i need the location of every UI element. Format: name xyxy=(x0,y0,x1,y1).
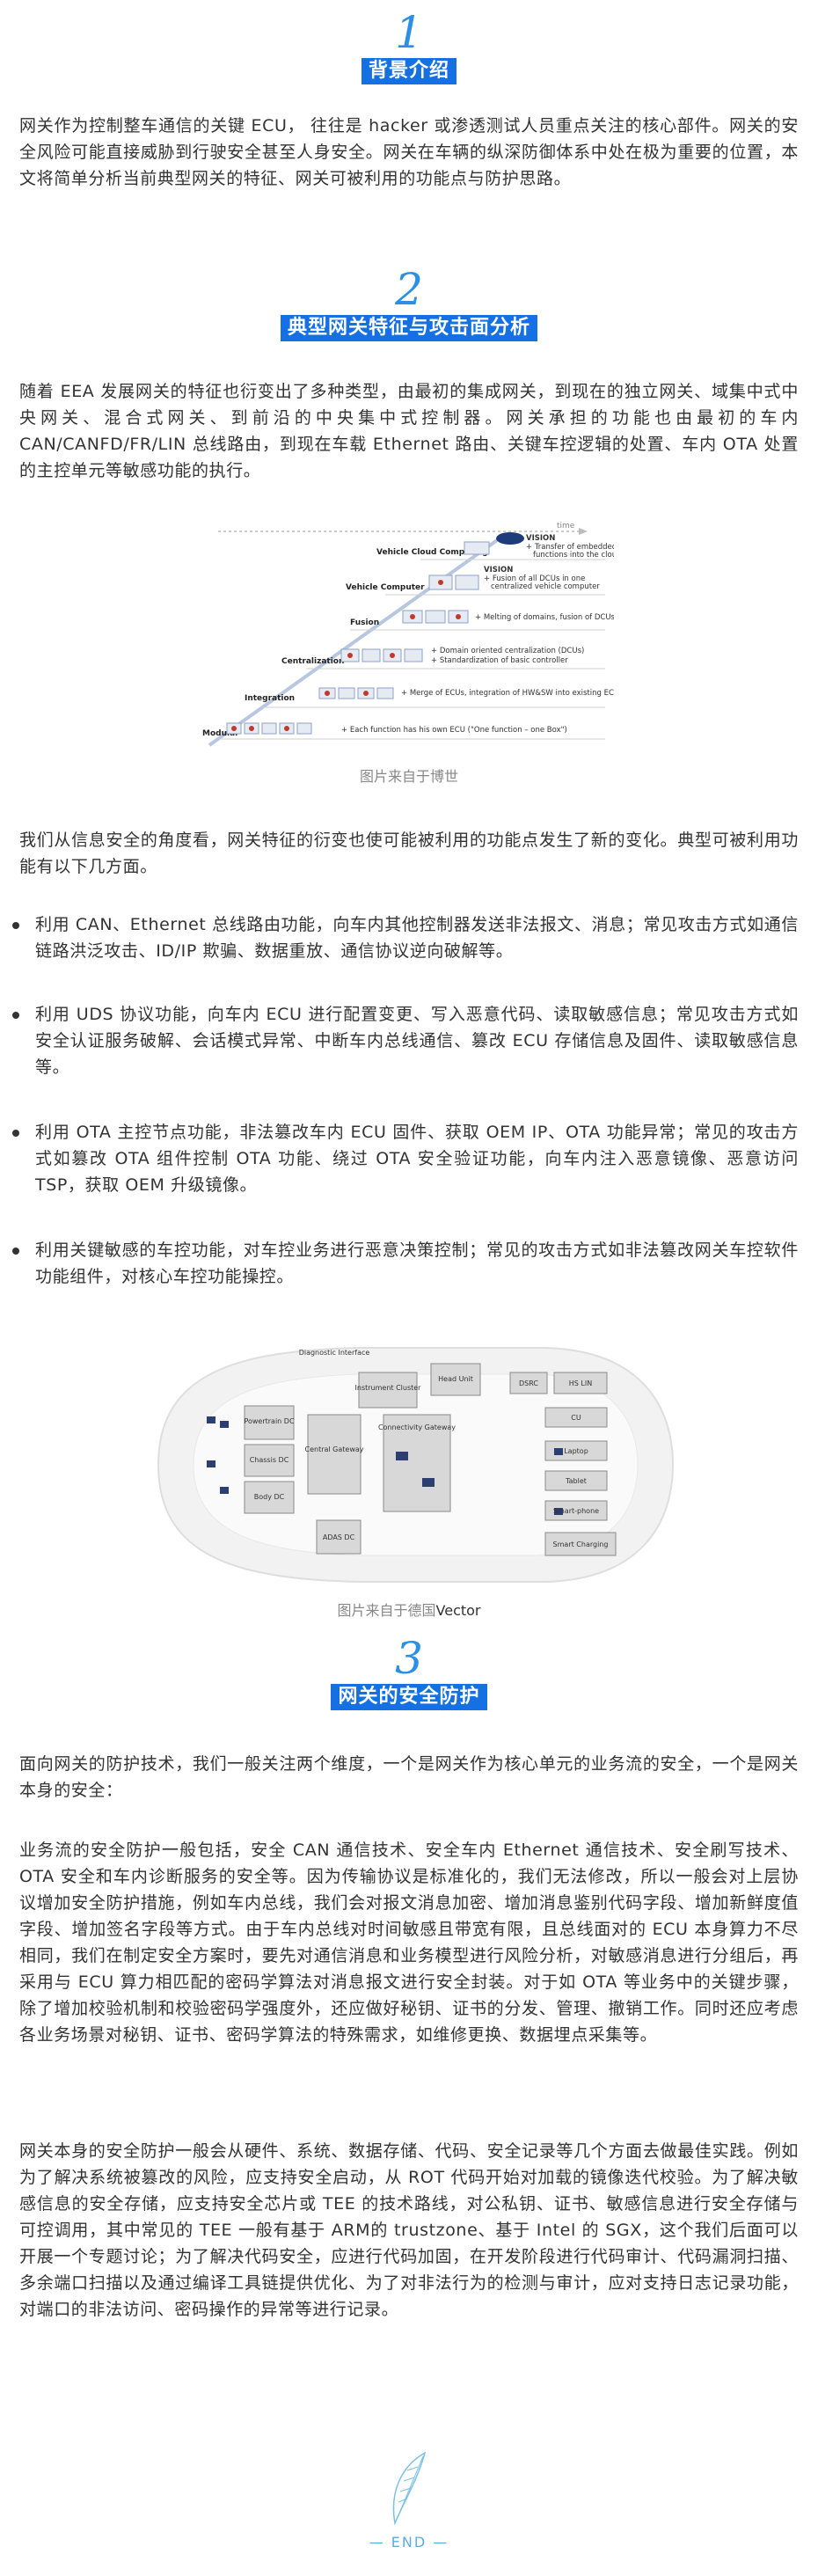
bullet-dot xyxy=(12,1248,19,1255)
paragraph-evolution: 随着 EEA 发展网关的特征也衍变出了多种类型，由最初的集成网关，到现在的独立网… xyxy=(19,382,799,480)
section-title: 背景介绍 xyxy=(361,58,456,84)
box-label: Diagnostic Interface xyxy=(299,1349,370,1357)
note-vision-1-line1: + Fusion of all DCUs in one xyxy=(484,574,585,583)
box-label: DSRC xyxy=(519,1379,538,1387)
level-vehicle-cloud: Vehicle Cloud Computing xyxy=(376,548,488,557)
level-vehicle-computer: Vehicle Computer xyxy=(346,583,425,592)
paragraph-security-view: 我们从信息安全的角度看，网关特征的衍变也使可能被利用的功能点发生了新的变化。典型… xyxy=(19,831,799,876)
paragraph-self-protection: 网关本身的安全防护一般会从硬件、系统、数据存储、代码、安全记录等几个方面去做最佳… xyxy=(19,2141,799,2319)
box-label: Head Unit xyxy=(438,1375,473,1383)
note-fusion: + Melting of domains, fusion of DCUs xyxy=(475,613,614,622)
time-label: time xyxy=(557,522,575,531)
section-number: 3 xyxy=(395,1633,423,1684)
level-centralization: Centralization xyxy=(281,657,344,666)
paragraph-business-protection: 业务流的安全防护一般包括，安全 CAN 通信技术、安全车内 Ethernet 通… xyxy=(19,1841,799,2045)
eea-evolution-figure: time Modular Integration Centralization … xyxy=(202,522,614,747)
figure2-caption: 图片来自于德国Vector xyxy=(0,1601,818,1621)
caption-prefix: 图片来自于德国 xyxy=(337,1602,436,1619)
note-vision-1: VISION xyxy=(484,566,513,574)
bullet-dot xyxy=(12,1012,19,1019)
list-item-text: 利用关键敏感的车控功能，对车控业务进行恶意决策控制；常见的攻击方式如非法篡改网关… xyxy=(35,1240,799,1286)
box-label: Connectivity Gateway xyxy=(378,1423,456,1431)
note-integration: + Merge of ECUs, integration of HW&SW in… xyxy=(401,689,614,698)
note-modular: + Each function has his own ECU ("One fu… xyxy=(341,726,567,735)
figure1-caption: 图片来自于博世 xyxy=(359,768,458,785)
box-label: Laptop xyxy=(564,1447,588,1455)
box-label: Smart Charging xyxy=(553,1540,609,1548)
end-ornament: — END — xyxy=(0,2446,818,2569)
box-label: Smart-phone xyxy=(553,1507,599,1515)
box-label: HS LIN xyxy=(569,1379,592,1387)
section-title: 典型网关特征与攻击面分析 xyxy=(280,315,537,341)
level-fusion: Fusion xyxy=(350,618,379,627)
note-vision-2-line2: functions into the cloud xyxy=(533,551,614,560)
caption-source: Vector xyxy=(435,1602,481,1619)
note-centralization-2: + Standardization of basic controller xyxy=(431,656,568,665)
level-modular: Modular xyxy=(202,729,239,738)
paragraph-protection-intro: 面向网关的防护技术，我们一般关注两个维度，一个是网关作为核心单元的业务流的安全，… xyxy=(19,1754,799,1800)
section-title: 网关的安全防护 xyxy=(331,1684,487,1710)
feather-icon xyxy=(392,2451,427,2526)
note-vision-1-line2: centralized vehicle computer xyxy=(491,582,600,591)
box-label: Tablet xyxy=(565,1477,587,1485)
paragraph-intro: 网关作为控制整车通信的关键 ECU， 往往是 hacker 或渗透测试人员重点关… xyxy=(19,116,799,188)
list-item-text: 利用 OTA 主控节点功能，非法篡改车内 ECU 固件、获取 OEM IP、OT… xyxy=(35,1123,799,1195)
note-centralization-1: + Domain oriented centralization (DCUs) xyxy=(431,647,584,655)
note-vision-2-line1: + Transfer of embedded xyxy=(526,543,614,552)
bullet-dot xyxy=(12,922,19,929)
section-heading-2: 2 典型网关特征与攻击面分析 xyxy=(0,266,818,341)
end-label: — END — xyxy=(369,2534,449,2550)
box-label: Chassis DC xyxy=(250,1456,289,1464)
section-number: 1 xyxy=(395,7,423,58)
note-vision-2: VISION xyxy=(526,534,555,543)
bullet-dot xyxy=(12,1130,19,1137)
level-integration: Integration xyxy=(245,694,295,703)
box-label: CU xyxy=(571,1414,581,1422)
box-label: Body DC xyxy=(254,1493,285,1501)
section-heading-1: 1 背景介绍 xyxy=(0,9,818,84)
box-label: ADAS DC xyxy=(323,1533,355,1541)
section-number: 2 xyxy=(395,264,423,315)
list-item-text: 利用 CAN、Ethernet 总线路由功能，向车内其他控制器发送非法报文、消息… xyxy=(35,915,799,961)
box-label: Powertrain DC xyxy=(244,1417,295,1425)
box-label: Instrument Cluster xyxy=(355,1384,422,1392)
vehicle-architecture-figure: Diagnostic Interface Instrument Cluster … xyxy=(157,1347,675,1583)
section-heading-3: 3 网关的安全防护 xyxy=(0,1635,818,1710)
list-item-text: 利用 UDS 协议功能，向车内 ECU 进行配置变更、写入恶意代码、读取敏感信息… xyxy=(35,1005,800,1077)
box-label: Central Gateway xyxy=(304,1445,363,1453)
